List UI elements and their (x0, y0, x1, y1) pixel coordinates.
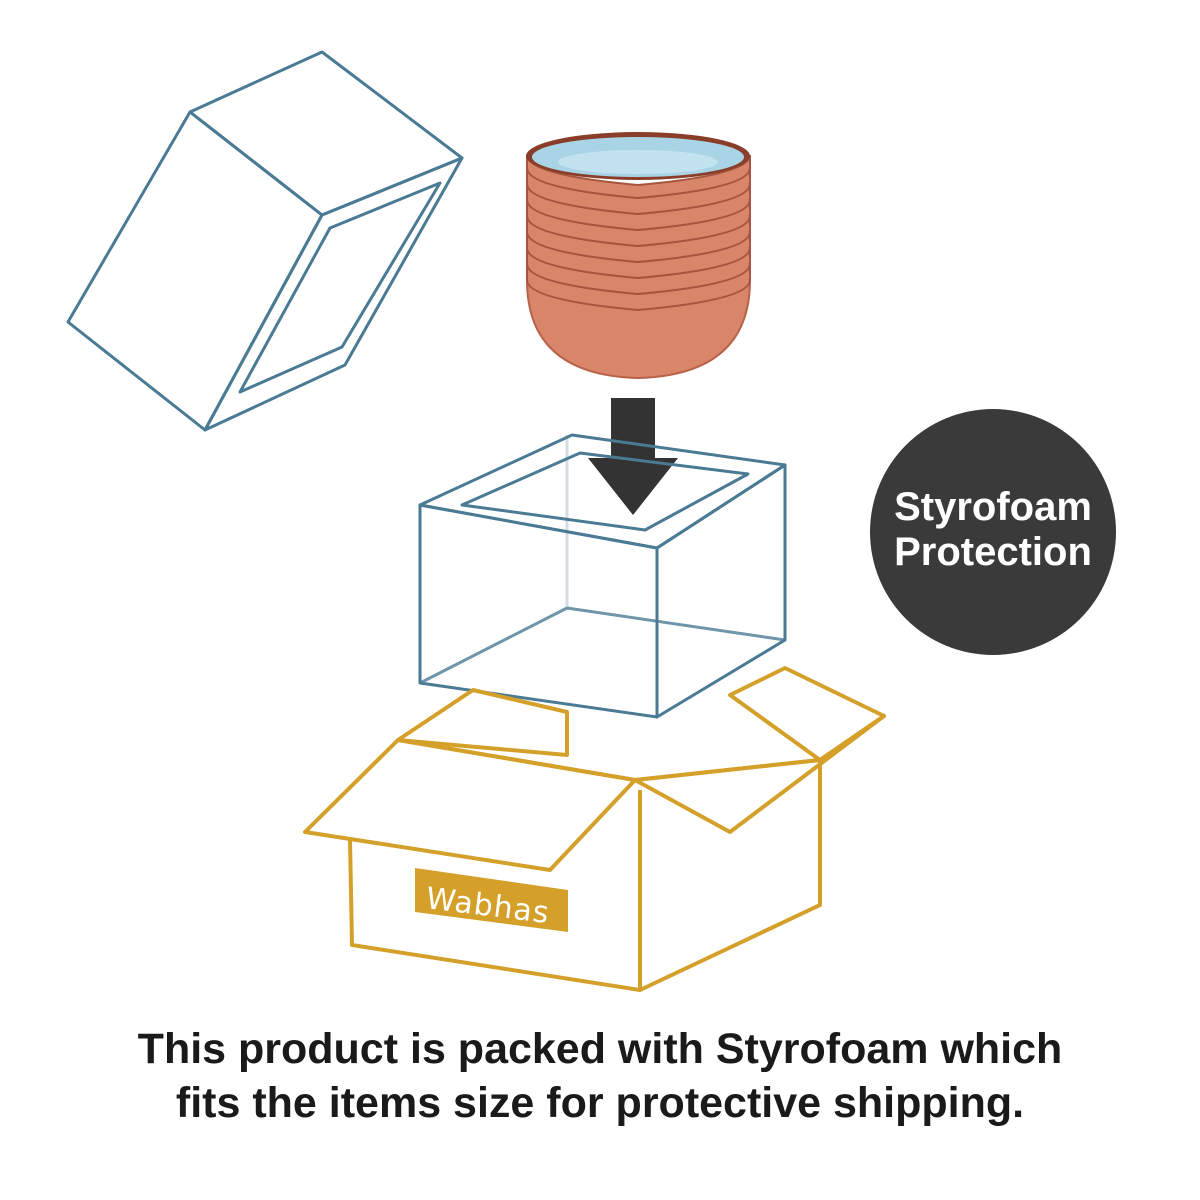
down-arrow-icon (588, 398, 678, 515)
badge-line-2: Protection (894, 530, 1092, 574)
stacked-bowls-icon (526, 132, 751, 380)
foam-lid-icon (66, 50, 464, 432)
shipping-carton-icon (303, 666, 886, 992)
badge-line-1: Styrofoam (894, 485, 1092, 529)
brand-label: Wabhas (415, 868, 568, 932)
foam-box-icon (418, 433, 787, 719)
caption: This product is packed with Styrofoam wh… (0, 1022, 1200, 1130)
caption-line-1: This product is packed with Styrofoam wh… (137, 1025, 1063, 1073)
caption-line-2: fits the items size for protective shipp… (175, 1079, 1025, 1127)
styrofoam-protection-badge: Styrofoam Protection (870, 409, 1116, 655)
